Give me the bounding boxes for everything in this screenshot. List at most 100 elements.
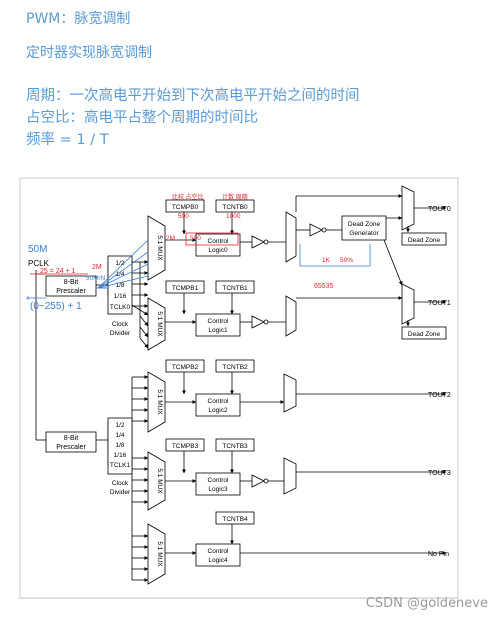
annot-2m: 2M — [92, 264, 102, 271]
svg-text:TCNTB1: TCNTB1 — [222, 285, 248, 292]
annot-500: 500 — [178, 213, 189, 220]
svg-text:TCMPB1: TCMPB1 — [172, 285, 199, 292]
no-pin-label: No Pin — [428, 551, 449, 558]
tcmpb2-register: TCMPB2 — [165, 359, 205, 373]
svg-text:TCNTB2: TCNTB2 — [222, 364, 248, 371]
svg-text:8-Bit: 8-Bit — [64, 279, 78, 286]
svg-text:1/4: 1/4 — [115, 432, 124, 439]
svg-text:TCLK0: TCLK0 — [110, 304, 131, 311]
svg-text:TCMPB0: TCMPB0 — [172, 204, 199, 211]
frequency-formula: 频率 = 1 / T — [26, 132, 109, 148]
annot-calc: 25 = 24 + 1 — [40, 268, 76, 275]
svg-text:TCNTB4: TCNTB4 — [222, 516, 248, 523]
annot-waveform — [299, 244, 371, 267]
annot-1k: 1K — [322, 257, 331, 264]
dead-zone-generator: Dead Zone Generator — [341, 215, 387, 241]
annot-50m: 50M — [28, 244, 47, 255]
annot-count: 计数 周期 — [222, 193, 248, 201]
svg-text:Generator: Generator — [349, 230, 379, 237]
control-logic-3: Control Logic3 — [195, 472, 241, 496]
svg-text:5:1 MUX: 5:1 MUX — [156, 541, 163, 567]
annot-50pct: 50% — [340, 257, 353, 264]
dead-zone-1: Dead Zone — [401, 326, 447, 340]
tout1-label: TOUT1 — [428, 300, 451, 307]
annot-ratio: 50M/N — [86, 275, 105, 282]
svg-text:Logic1: Logic1 — [208, 327, 228, 334]
svg-text:5:1 MUX: 5:1 MUX — [156, 311, 163, 337]
svg-text:TCMPB3: TCMPB3 — [172, 443, 199, 450]
mux-2: 5:1 MUX — [147, 371, 166, 433]
prescaler-0: 8-Bit Prescaler — [45, 275, 97, 297]
annot-1000: 1000 — [226, 213, 241, 220]
duty-cycle-definition: 占空比：高电平占整个周期的时间比 — [26, 110, 258, 126]
svg-text:TCNTB0: TCNTB0 — [222, 204, 248, 211]
svg-text:Logic4: Logic4 — [208, 557, 228, 564]
svg-text:Logic2: Logic2 — [208, 407, 228, 414]
svg-text:1/4: 1/4 — [115, 271, 124, 278]
svg-text:TCLK1: TCLK1 — [110, 462, 131, 469]
heading-pwm: PWM：脉宽调制 — [26, 11, 131, 27]
svg-text:TCNTB3: TCNTB3 — [222, 443, 248, 450]
svg-text:Control: Control — [208, 398, 230, 405]
pclk-label: PCLK — [28, 259, 50, 268]
control-logic-4: Control Logic4 — [195, 543, 241, 567]
annot-logic-500: 500 — [190, 235, 201, 242]
clock-divider-0: 1/2 1/4 1/8 1/16 TCLK0 Clock Divider — [107, 255, 133, 337]
tout2-label: TOUT2 — [428, 392, 451, 399]
prescaler-1: 8-Bit Prescaler — [45, 431, 97, 453]
tcntb4-register: TCNTB4 — [215, 511, 255, 525]
annot-mux-2m: 2M — [166, 235, 175, 242]
dead-zone-0: Dead Zone — [401, 232, 447, 246]
svg-text:8-Bit: 8-Bit — [64, 435, 78, 442]
svg-text:5:1 MUX: 5:1 MUX — [156, 235, 163, 261]
svg-text:1/2: 1/2 — [115, 422, 124, 429]
svg-text:Logic0: Logic0 — [208, 247, 228, 254]
tcntb2-register: TCNTB2 — [215, 359, 255, 373]
mux-0: 5:1 MUX — [147, 215, 166, 281]
mux-1: 5:1 MUX — [147, 297, 166, 351]
svg-text:Control: Control — [208, 238, 230, 245]
tout0-label: TOUT0 — [428, 206, 451, 213]
tcntb1-register: TCNTB1 — [215, 280, 255, 294]
svg-text:Control: Control — [208, 477, 230, 484]
svg-text:Control: Control — [208, 548, 230, 555]
subheading-timer-pwm: 定时器实现脉宽调制 — [26, 45, 152, 61]
tcntb0-register: TCNTB0 — [215, 199, 255, 213]
svg-text:Dead Zone: Dead Zone — [408, 237, 441, 244]
clock-divider-1: 1/2 1/4 1/8 1/16 TCLK1 Clock Divider — [107, 417, 133, 496]
svg-text:Clock: Clock — [112, 480, 129, 487]
svg-text:5:1 MUX: 5:1 MUX — [156, 468, 163, 494]
svg-text:Divider: Divider — [110, 489, 131, 496]
tcmpb1-register: TCMPB1 — [165, 280, 205, 294]
svg-text:1/8: 1/8 — [115, 282, 124, 289]
svg-text:Control: Control — [208, 318, 230, 325]
control-logic-2: Control Logic2 — [195, 393, 241, 417]
svg-text:1/16: 1/16 — [114, 452, 127, 459]
tcmpb3-register: TCMPB3 — [165, 438, 205, 452]
svg-text:Clock: Clock — [112, 321, 129, 328]
annot-65535: 65535 — [314, 283, 334, 290]
mux-3: 5:1 MUX — [147, 451, 166, 511]
tcmpb0-register: TCMPB0 — [165, 199, 205, 213]
svg-text:Prescaler: Prescaler — [56, 288, 86, 295]
svg-text:Logic3: Logic3 — [208, 486, 228, 493]
svg-text:1/16: 1/16 — [114, 293, 127, 300]
control-logic-1: Control Logic1 — [195, 313, 241, 337]
mux-4: 5:1 MUX — [147, 523, 166, 585]
period-definition: 周期：一次高电平开始到下次高电平开始之间的时间 — [26, 88, 360, 104]
watermark: CSDN @goldeneve — [365, 596, 488, 611]
tout3-label: TOUT3 — [428, 470, 451, 477]
annot-blue-rays — [97, 239, 149, 289]
svg-text:1/2: 1/2 — [115, 260, 124, 267]
svg-text:Divider: Divider — [110, 330, 131, 337]
annot-compare: 比较 占空比 — [172, 193, 204, 201]
svg-text:5:1 MUX: 5:1 MUX — [156, 389, 163, 415]
footer-rule — [18, 598, 458, 599]
annot-range: (0~255) + 1 — [30, 301, 82, 312]
tcntb3-register: TCNTB3 — [215, 438, 255, 452]
svg-text:1/8: 1/8 — [115, 442, 124, 449]
svg-text:Dead Zone: Dead Zone — [408, 331, 441, 338]
svg-text:Prescaler: Prescaler — [56, 444, 86, 451]
svg-text:Dead Zone: Dead Zone — [348, 221, 381, 228]
